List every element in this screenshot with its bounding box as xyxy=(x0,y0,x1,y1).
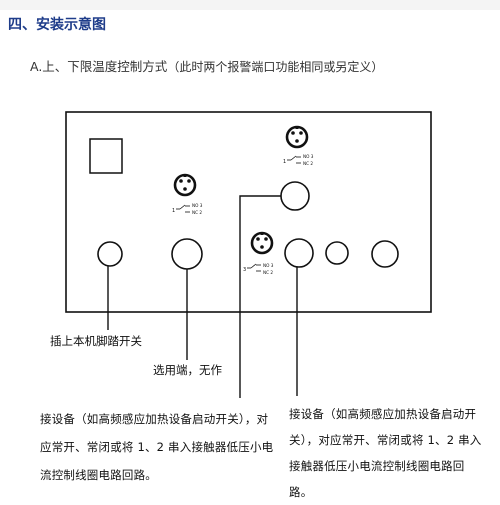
callout-foot-switch: 插上本机脚踏开关 xyxy=(50,334,142,348)
alarm-socket-lower xyxy=(284,238,314,268)
callout-alarm-a: 接设备（如高频感应加热设备启动开关），对应常开、常闭或将 1、2 串入接触器低压… xyxy=(40,412,274,482)
terminal-pin-1-upper: 1 xyxy=(283,159,286,165)
subheading-note: （此时两个报警端口功能相同或另定义） xyxy=(167,60,384,74)
aux-socket-1 xyxy=(325,241,349,265)
foot-switch-socket xyxy=(97,241,123,267)
page-top-band xyxy=(0,0,500,10)
connector-pin-icon-middle xyxy=(250,231,274,255)
terminal-no-left: NO 3 xyxy=(192,203,203,208)
leader-alarm-a xyxy=(239,195,281,398)
callout-select-terminal: 选用端，无作 xyxy=(153,363,222,377)
subheading-label: A.上、下限温度控制方式 xyxy=(30,59,168,74)
terminal-nc-upper: NC 2 xyxy=(303,161,313,166)
relay-symbol-middle: 3 NO 3 NC 2 xyxy=(243,263,274,275)
terminal-no-upper: NO 3 xyxy=(303,154,314,159)
section-title: 四、安装示意图 xyxy=(8,17,106,33)
relay-symbol-upper: 1 NO 3 NC 2 xyxy=(283,154,314,166)
device-panel xyxy=(65,111,432,313)
callout-alarm-b: 接设备（如高频感应加热设备启动开关），对应常开、常闭或将 1、2 串入接触器低压… xyxy=(289,407,482,499)
terminal-nc-left: NC 2 xyxy=(192,210,202,215)
connector-pin-icon-upper xyxy=(285,125,309,149)
aux-socket-2 xyxy=(371,240,399,268)
terminal-nc-middle: NC 2 xyxy=(263,270,273,275)
terminal-pin-1-left: 1 xyxy=(172,208,175,214)
alarm-socket-upper xyxy=(280,181,310,211)
terminal-pin-3-middle: 3 xyxy=(243,267,246,273)
terminal-no-middle: NO 3 xyxy=(263,263,274,268)
subheading: A.上、下限温度控制方式（此时两个报警端口功能相同或另定义） xyxy=(30,56,383,75)
select-socket xyxy=(171,238,203,270)
connector-pin-icon-left xyxy=(173,173,197,197)
display-window xyxy=(89,138,123,174)
relay-symbol-left: 1 NO 3 NC 2 xyxy=(172,203,203,215)
